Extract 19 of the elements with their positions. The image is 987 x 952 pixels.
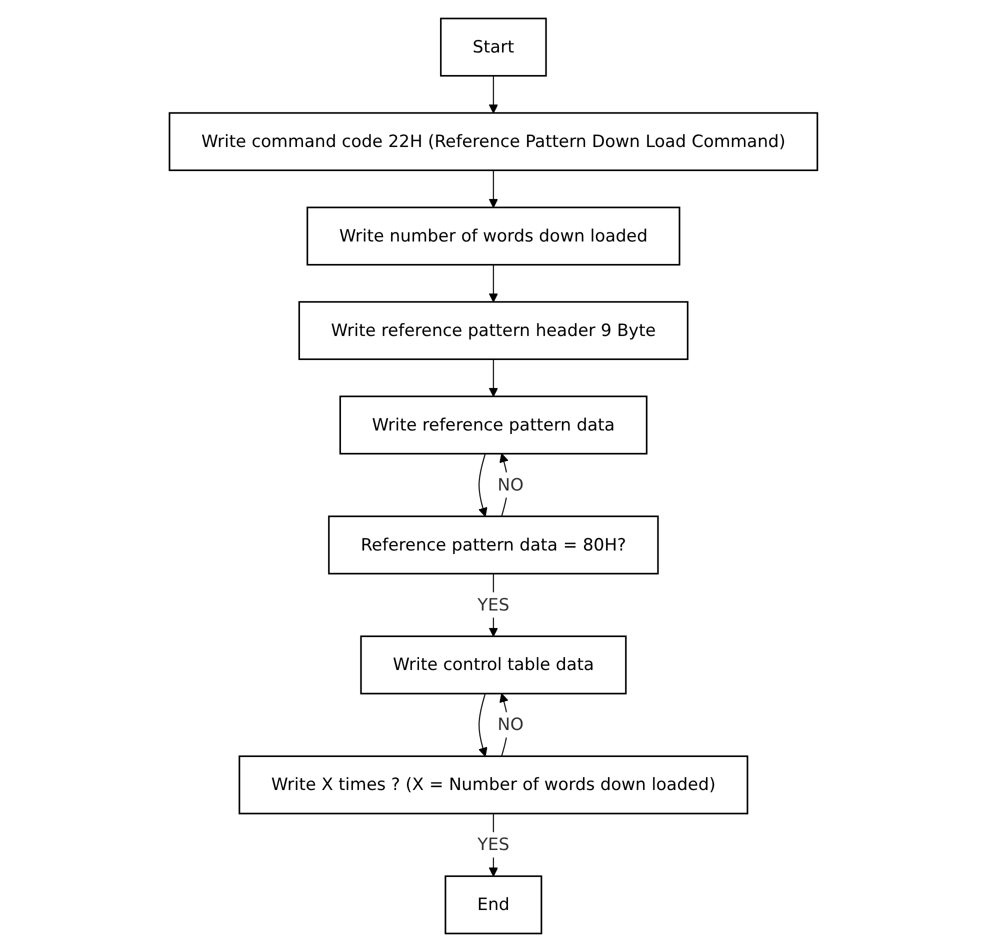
arrow [488, 170, 498, 208]
node-box: Start [440, 18, 547, 77]
node-box: Write X times ? (X = Number of words down loaded) [238, 755, 748, 814]
arrow [488, 76, 498, 114]
node-box: Write reference pattern data [339, 396, 648, 454]
arrow [488, 264, 498, 302]
edge-label: NO [498, 714, 524, 734]
arrow [478, 454, 488, 517]
node-box: Write control table data [360, 635, 627, 694]
node-box: Write command code 22H (Reference Pattern Down Load Command) [168, 112, 818, 172]
node-box: Write reference pattern header 9 Byte [298, 301, 689, 360]
arrow [478, 693, 488, 757]
node-box: Write number of words down loaded [306, 206, 680, 266]
arrow [488, 359, 498, 397]
node-box: End [444, 875, 542, 934]
edge-label: YES [478, 594, 510, 615]
edge-label: NO [498, 474, 524, 495]
node-box: Reference pattern data = 80H? [328, 516, 659, 574]
edge-label: YES [478, 834, 510, 854]
